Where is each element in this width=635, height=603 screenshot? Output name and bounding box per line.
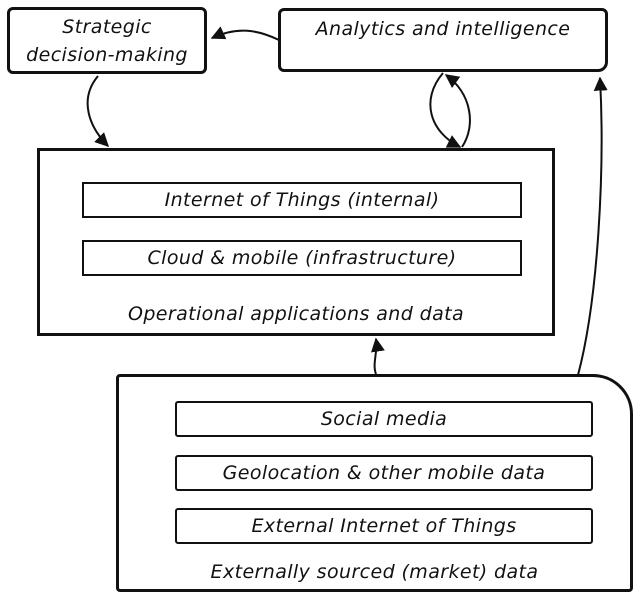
operational-item-cloud-mobile: Cloud & mobile (infrastructure) [82,240,522,276]
arrow-operational-to-analytics [444,74,471,148]
external-item-label: External Internet of Things [251,515,517,537]
operational-item-label: Internet of Things (internal) [164,189,440,211]
external-item-label: Social media [320,408,448,430]
arrow-external-to-analytics [577,76,608,376]
analytics-box: Analytics and intelligence [278,8,608,72]
analytics-label: Analytics and intelligence [315,18,571,40]
operational-item-iot-internal: Internet of Things (internal) [82,182,522,218]
strategic-label-line1: Strategic [62,16,152,38]
strategic-decision-making-box: Strategic decision-making [7,7,207,74]
external-item-social-media: Social media [175,401,593,437]
arrow-strategic-to-operational [86,75,109,147]
external-item-external-iot: External Internet of Things [175,508,593,544]
operational-item-label: Cloud & mobile (infrastructure) [147,247,457,269]
operational-caption: Operational applications and data [127,303,465,325]
external-item-geolocation: Geolocation & other mobile data [175,455,593,491]
external-item-label: Geolocation & other mobile data [222,462,546,484]
external-caption: Externally sourced (market) data [210,561,539,583]
operational-box: Internet of Things (internal) Cloud & mo… [37,148,555,336]
arrow-analytics-to-operational [429,72,462,148]
arrow-analytics-to-strategic [210,26,280,41]
arrow-external-to-operational [370,337,385,375]
strategic-label-line2: decision-making [26,44,188,66]
external-data-box: Social media Geolocation & other mobile … [116,374,633,592]
